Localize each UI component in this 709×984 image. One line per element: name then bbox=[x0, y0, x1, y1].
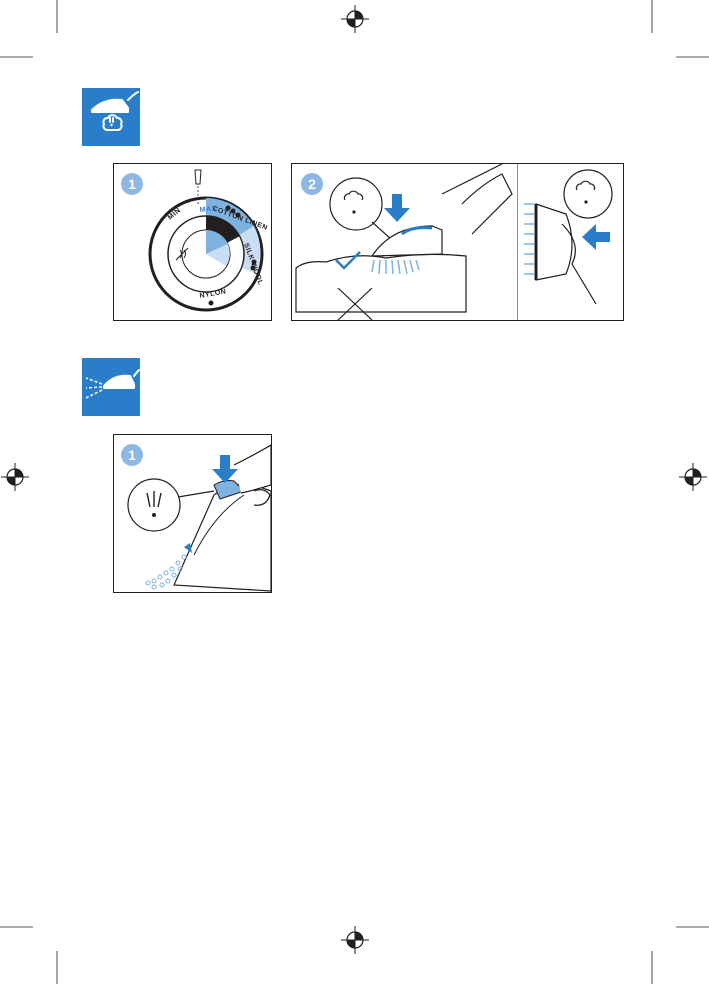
step-number: 1 bbox=[128, 447, 136, 463]
steam-iron-icon bbox=[82, 88, 140, 146]
step-number: 2 bbox=[308, 176, 316, 192]
steam-step2-panel: 2 bbox=[291, 163, 624, 321]
registration-crosshair-icon bbox=[0, 462, 30, 492]
registration-crosshair-icon bbox=[340, 4, 370, 34]
steam-step1-panel: 1 MIN MAX COTTON LINEN SILK WOOL NYLON bbox=[113, 163, 272, 321]
spray-iron-icon bbox=[82, 358, 140, 416]
step-number: 1 bbox=[128, 176, 136, 192]
spray-step1-panel: 1 bbox=[113, 434, 272, 593]
dial-label-min: MIN bbox=[167, 207, 182, 222]
registration-crosshair-icon bbox=[678, 462, 708, 492]
registration-crosshair-icon bbox=[340, 925, 370, 955]
